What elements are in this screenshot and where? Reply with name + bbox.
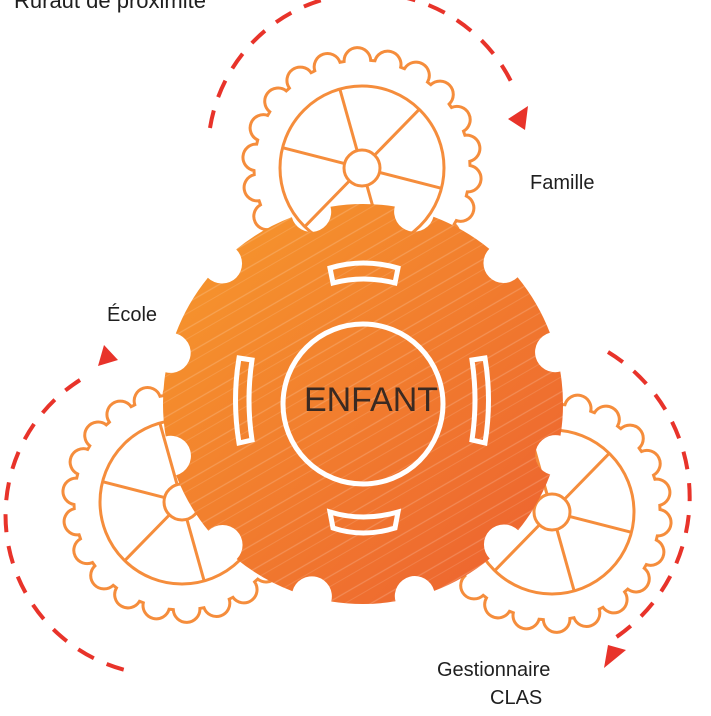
clas-label: CLAS <box>490 687 543 709</box>
slot-right <box>469 355 491 447</box>
gear-ecole-spoke <box>185 518 206 582</box>
main-gear <box>162 203 564 605</box>
gear-famille-spoke <box>338 88 359 152</box>
gear-famille-spoke <box>379 170 442 190</box>
gear-ecole-spoke <box>123 513 171 562</box>
ecole-label: École <box>107 304 158 326</box>
gear-gestion-spoke <box>493 523 541 572</box>
gear-gestion-hub <box>532 492 572 532</box>
gear-famille-spoke <box>282 146 345 166</box>
slot-left <box>233 355 255 447</box>
title-label: Ruraut de proximite <box>14 0 206 13</box>
center-ring <box>280 321 446 487</box>
slot-top <box>327 260 401 287</box>
gear-gestion-spoke <box>563 452 611 501</box>
gear-famille-spoke <box>303 179 351 228</box>
gear-famille-hub <box>342 148 382 188</box>
gear-gestion-spoke <box>555 528 576 592</box>
gear-ecole-spoke <box>102 480 165 500</box>
arrow-arc-gestion <box>606 350 692 642</box>
arrowhead-gestion <box>604 645 626 668</box>
gear-famille-spoke <box>373 108 421 157</box>
arrowhead-ecole <box>98 345 118 366</box>
gear-gestion-spoke <box>569 514 632 534</box>
main-gear-texture <box>162 203 564 605</box>
arrowhead-famille <box>508 106 528 130</box>
gear-famille <box>241 46 483 290</box>
center-label: ENFANT <box>303 381 439 419</box>
slot-bottom <box>326 508 402 536</box>
famille-label: Famille <box>530 172 595 194</box>
gear-ecole-spoke <box>158 422 179 486</box>
main-gear-details <box>233 260 491 536</box>
dashed-arrows <box>3 0 692 672</box>
arrowheads <box>98 106 626 668</box>
gestionnaire-label: Gestionnaire <box>437 659 551 681</box>
